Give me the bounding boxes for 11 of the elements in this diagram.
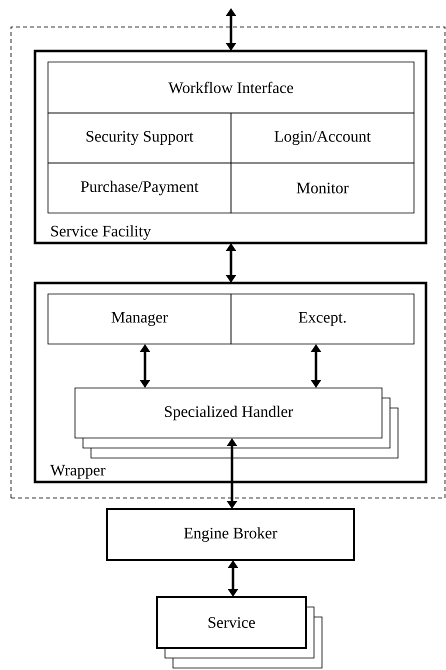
module-cell: Workflow Interface bbox=[48, 62, 414, 114]
process-box: Engine Broker bbox=[106, 508, 355, 561]
module-cell: Login/Account bbox=[230, 112, 414, 164]
module-cell: Except. bbox=[230, 294, 414, 344]
module-cell: Purchase/Payment bbox=[48, 162, 232, 214]
stacked-box: Specialized Handler bbox=[74, 388, 398, 458]
module-cell: Manager bbox=[48, 294, 232, 344]
module-cell: Monitor bbox=[230, 162, 414, 214]
dashed-boundary bbox=[10, 26, 446, 498]
stacked-box: Service bbox=[156, 596, 322, 668]
module-cell: Security Support bbox=[48, 112, 232, 164]
